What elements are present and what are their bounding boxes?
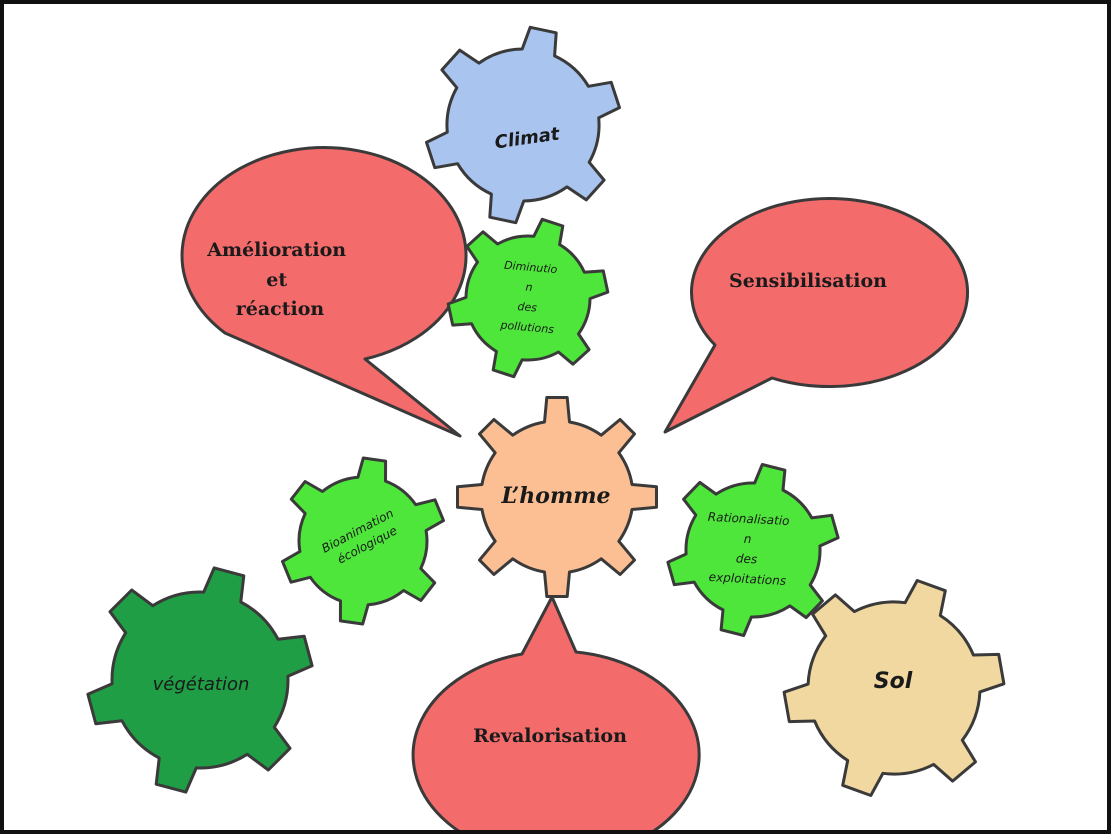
bubble-amelioration: Amélioration et réaction xyxy=(180,146,468,438)
gear-rationalisation-line-3: des xyxy=(736,551,758,566)
svg-text:Rationalisatio n: Rationalisatio n des exploitations xyxy=(704,510,793,588)
speech-bubble-icon xyxy=(180,146,468,438)
gear-icon xyxy=(666,463,840,637)
gear-pollutions-line-1: Diminutio xyxy=(504,259,559,277)
gear-icon xyxy=(281,456,445,626)
gear-pollutions-line-4: pollutions xyxy=(499,318,555,336)
gear-icon xyxy=(446,217,610,379)
gear-diagram: Amélioration et réaction Sensibilisation… xyxy=(86,25,1006,830)
svg-text:Amélioration et: Amélioration et réaction xyxy=(206,239,352,320)
gear-rationalisation-line-4: exploitations xyxy=(708,570,786,588)
gear-bioanimation: Bioanimation écologique xyxy=(281,456,445,626)
gear-homme: L’homme xyxy=(456,396,658,598)
speech-bubble-icon xyxy=(663,197,970,434)
svg-text:végétation: végétation xyxy=(153,674,250,695)
bubble-sensibilisation-line-1: Sensibilisation xyxy=(729,270,887,292)
gear-pollutions: Diminutio n des pollutions xyxy=(446,217,610,379)
svg-text:Sensibilisation: Sensibilisation xyxy=(729,270,887,292)
gear-pollutions-line-2: n xyxy=(525,281,533,295)
svg-text:L’homme: L’homme xyxy=(500,483,610,509)
gear-icon xyxy=(456,396,658,598)
gear-vegetation-label: végétation xyxy=(153,674,250,695)
speech-bubble-icon xyxy=(411,595,701,830)
gear-rationalisation-line-2: n xyxy=(743,532,751,546)
bubble-amelioration-line-3: réaction xyxy=(236,298,325,320)
gear-sol: Sol xyxy=(782,579,1006,797)
gear-climat: Climat xyxy=(425,25,621,225)
gear-icon xyxy=(782,579,1006,797)
gear-icon xyxy=(86,566,314,794)
gear-vegetation: végétation xyxy=(86,566,314,794)
gear-rationalisation: Rationalisatio n des exploitations xyxy=(666,463,840,637)
svg-text:Revalorisation: Revalorisation xyxy=(473,725,627,747)
gear-homme-label: L’homme xyxy=(500,483,610,509)
gear-rationalisation-line-1: Rationalisatio xyxy=(708,510,790,528)
bubble-revalorisation-line-1: Revalorisation xyxy=(473,725,627,747)
bubble-amelioration-line-2: et xyxy=(266,269,287,291)
svg-text:Diminutio n de: Diminutio n des pollutions xyxy=(498,259,561,337)
gear-sol-label: Sol xyxy=(874,669,913,694)
svg-text:Sol: Sol xyxy=(874,669,913,694)
bubble-amelioration-line-1: Amélioration xyxy=(206,239,346,261)
bubble-revalorisation: Revalorisation xyxy=(411,595,701,830)
bubble-sensibilisation: Sensibilisation xyxy=(663,197,970,434)
gear-pollutions-line-3: des xyxy=(517,300,538,315)
gear-icon xyxy=(425,25,621,225)
